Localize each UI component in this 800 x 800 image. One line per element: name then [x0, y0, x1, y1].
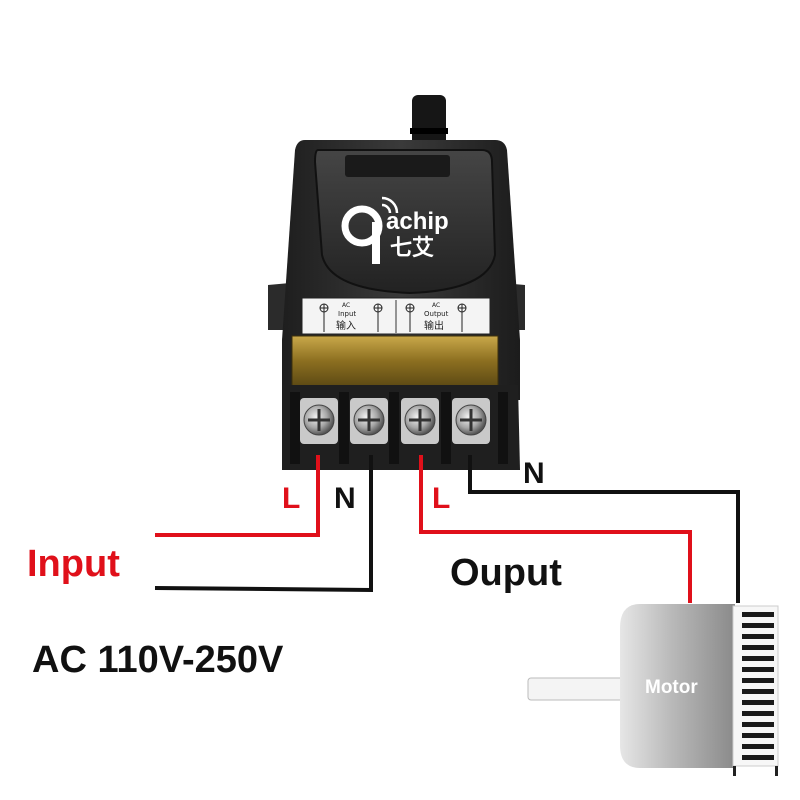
motor-label: Motor: [645, 677, 698, 698]
antenna: [412, 95, 446, 150]
screw-output-live: [401, 398, 439, 444]
motor-vents: [742, 612, 774, 760]
voltage-label: AC 110V-250V: [32, 639, 284, 681]
label-slot: [345, 155, 450, 177]
panel-ac-input-en: Input: [338, 310, 356, 318]
panel-ac-output-cn: 输出: [424, 319, 444, 332]
wire-input-neutral: [154, 455, 373, 593]
wires: [154, 455, 740, 603]
panel-ac-output-top: AC: [432, 302, 440, 309]
terminal-screws: [300, 398, 490, 444]
antenna-ring: [410, 128, 448, 134]
terminal-ribs: [290, 392, 508, 464]
wire-label-input-live: L: [282, 482, 300, 515]
panel-ac-output-en: Output: [424, 310, 449, 318]
screw-output-neutral: [452, 398, 490, 444]
relay-module: achip 七艾 AC Input 输入 AC Output 输出: [268, 95, 525, 470]
logo-cn-text: 七艾: [390, 235, 434, 260]
wireless-icon: [381, 196, 399, 214]
wire-output-neutral: [468, 455, 740, 603]
output-label: Ouput: [450, 552, 562, 594]
wire-label-input-neutral: N: [334, 482, 356, 515]
motor-fan-housing: [732, 605, 779, 767]
terminal-brass-strip: [292, 336, 498, 386]
logo-text: achip: [386, 208, 449, 235]
wire-input-live: [155, 455, 320, 537]
screw-input-neutral: [350, 398, 388, 444]
screw-input-live: [300, 398, 338, 444]
input-label: Input: [27, 543, 120, 585]
logo-lid: [313, 149, 497, 295]
wire-output-live: [419, 455, 692, 603]
wire-label-output-live: L: [432, 482, 450, 515]
motor: Motor: [527, 604, 779, 776]
wire-label-output-neutral: N: [523, 457, 545, 490]
motor-body: [620, 604, 735, 768]
diagram-labels: L N L N Input Ouput AC 110V-250V: [27, 457, 562, 681]
panel-ac-input-cn: 输入: [336, 319, 356, 332]
panel-ac-input-top: AC: [342, 302, 350, 309]
brand-logo: achip 七艾: [341, 196, 449, 264]
motor-shaft: [527, 677, 629, 701]
